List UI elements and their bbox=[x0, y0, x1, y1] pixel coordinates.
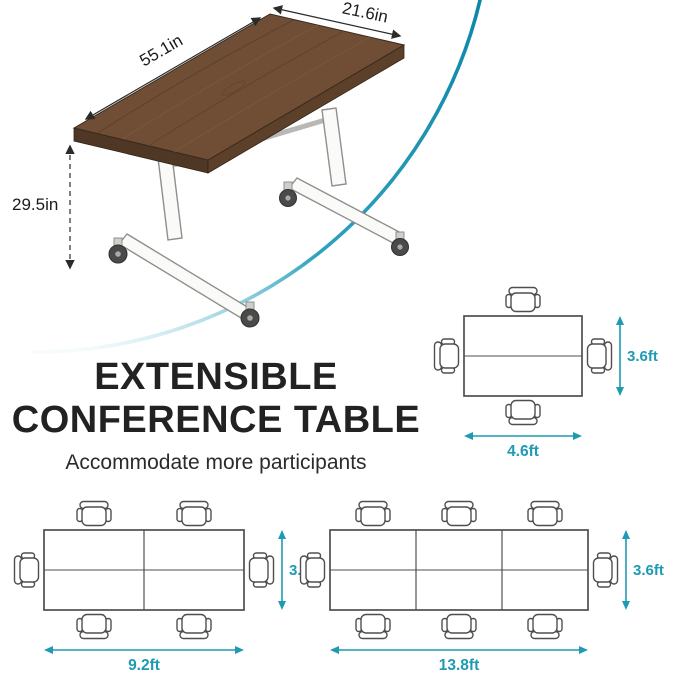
width-dimension-arrow bbox=[84, 17, 262, 120]
floorplan-svg-single: 3.6ft 4.6ft bbox=[433, 286, 658, 460]
floorplan-depth-label: 3.6ft bbox=[627, 348, 658, 365]
tabletop bbox=[72, 13, 406, 174]
chair-icon bbox=[176, 613, 212, 640]
floorplan-length-label: 9.2ft bbox=[128, 657, 160, 674]
table-leg-back bbox=[287, 107, 405, 245]
table-height-dimension-label: 29.5in bbox=[12, 195, 59, 214]
floorplan-length-label: 4.6ft bbox=[507, 443, 539, 460]
headline-line1: EXTENSIBLE bbox=[94, 356, 338, 398]
floorplan-svg-triple: 3.6ft 13.8ft bbox=[299, 500, 664, 674]
chair-icon bbox=[505, 286, 541, 313]
chair-icon bbox=[355, 613, 391, 640]
chair-icon bbox=[355, 500, 391, 527]
chair-icon bbox=[527, 500, 563, 527]
chair-icon bbox=[299, 552, 326, 588]
chair-icon bbox=[76, 500, 112, 527]
chair-icon bbox=[527, 613, 563, 640]
headline-line2: CONFERENCE TABLE bbox=[11, 398, 421, 441]
table-3d-drawing bbox=[65, 5, 409, 328]
chair-icon bbox=[76, 613, 112, 640]
floorplan-single-table: 3.6ft 4.6ft bbox=[428, 284, 672, 467]
chair-icon bbox=[441, 500, 477, 527]
headline-subtitle: Accommodate more participants bbox=[65, 451, 367, 475]
table-leg-front bbox=[117, 155, 251, 319]
chair-icon bbox=[592, 552, 619, 588]
caster-icon bbox=[240, 301, 260, 328]
caster-icon bbox=[108, 237, 128, 264]
floorplan-three-tables: 3.6ft 13.8ft bbox=[294, 498, 678, 681]
depth-dimension-arrow bbox=[272, 5, 402, 39]
chair-icon bbox=[433, 338, 460, 374]
chair-icon bbox=[13, 552, 40, 588]
chair-icon bbox=[505, 399, 541, 426]
table-3d-illustration: 55.1in 21.6in 29.5in bbox=[12, 0, 452, 360]
floorplan-length-label: 13.8ft bbox=[439, 657, 480, 674]
chair-icon bbox=[586, 338, 613, 374]
caster-icon bbox=[391, 231, 409, 256]
chair-icon bbox=[176, 500, 212, 527]
chair-icon bbox=[248, 552, 275, 588]
chair-icon bbox=[441, 613, 477, 640]
caster-icon bbox=[279, 181, 297, 207]
floorplan-depth-label: 3.6ft bbox=[633, 562, 664, 579]
floorplan-two-tables: 3.6ft 9.2ft bbox=[8, 498, 334, 681]
floorplan-svg-double: 3.6ft 9.2ft bbox=[13, 500, 320, 674]
